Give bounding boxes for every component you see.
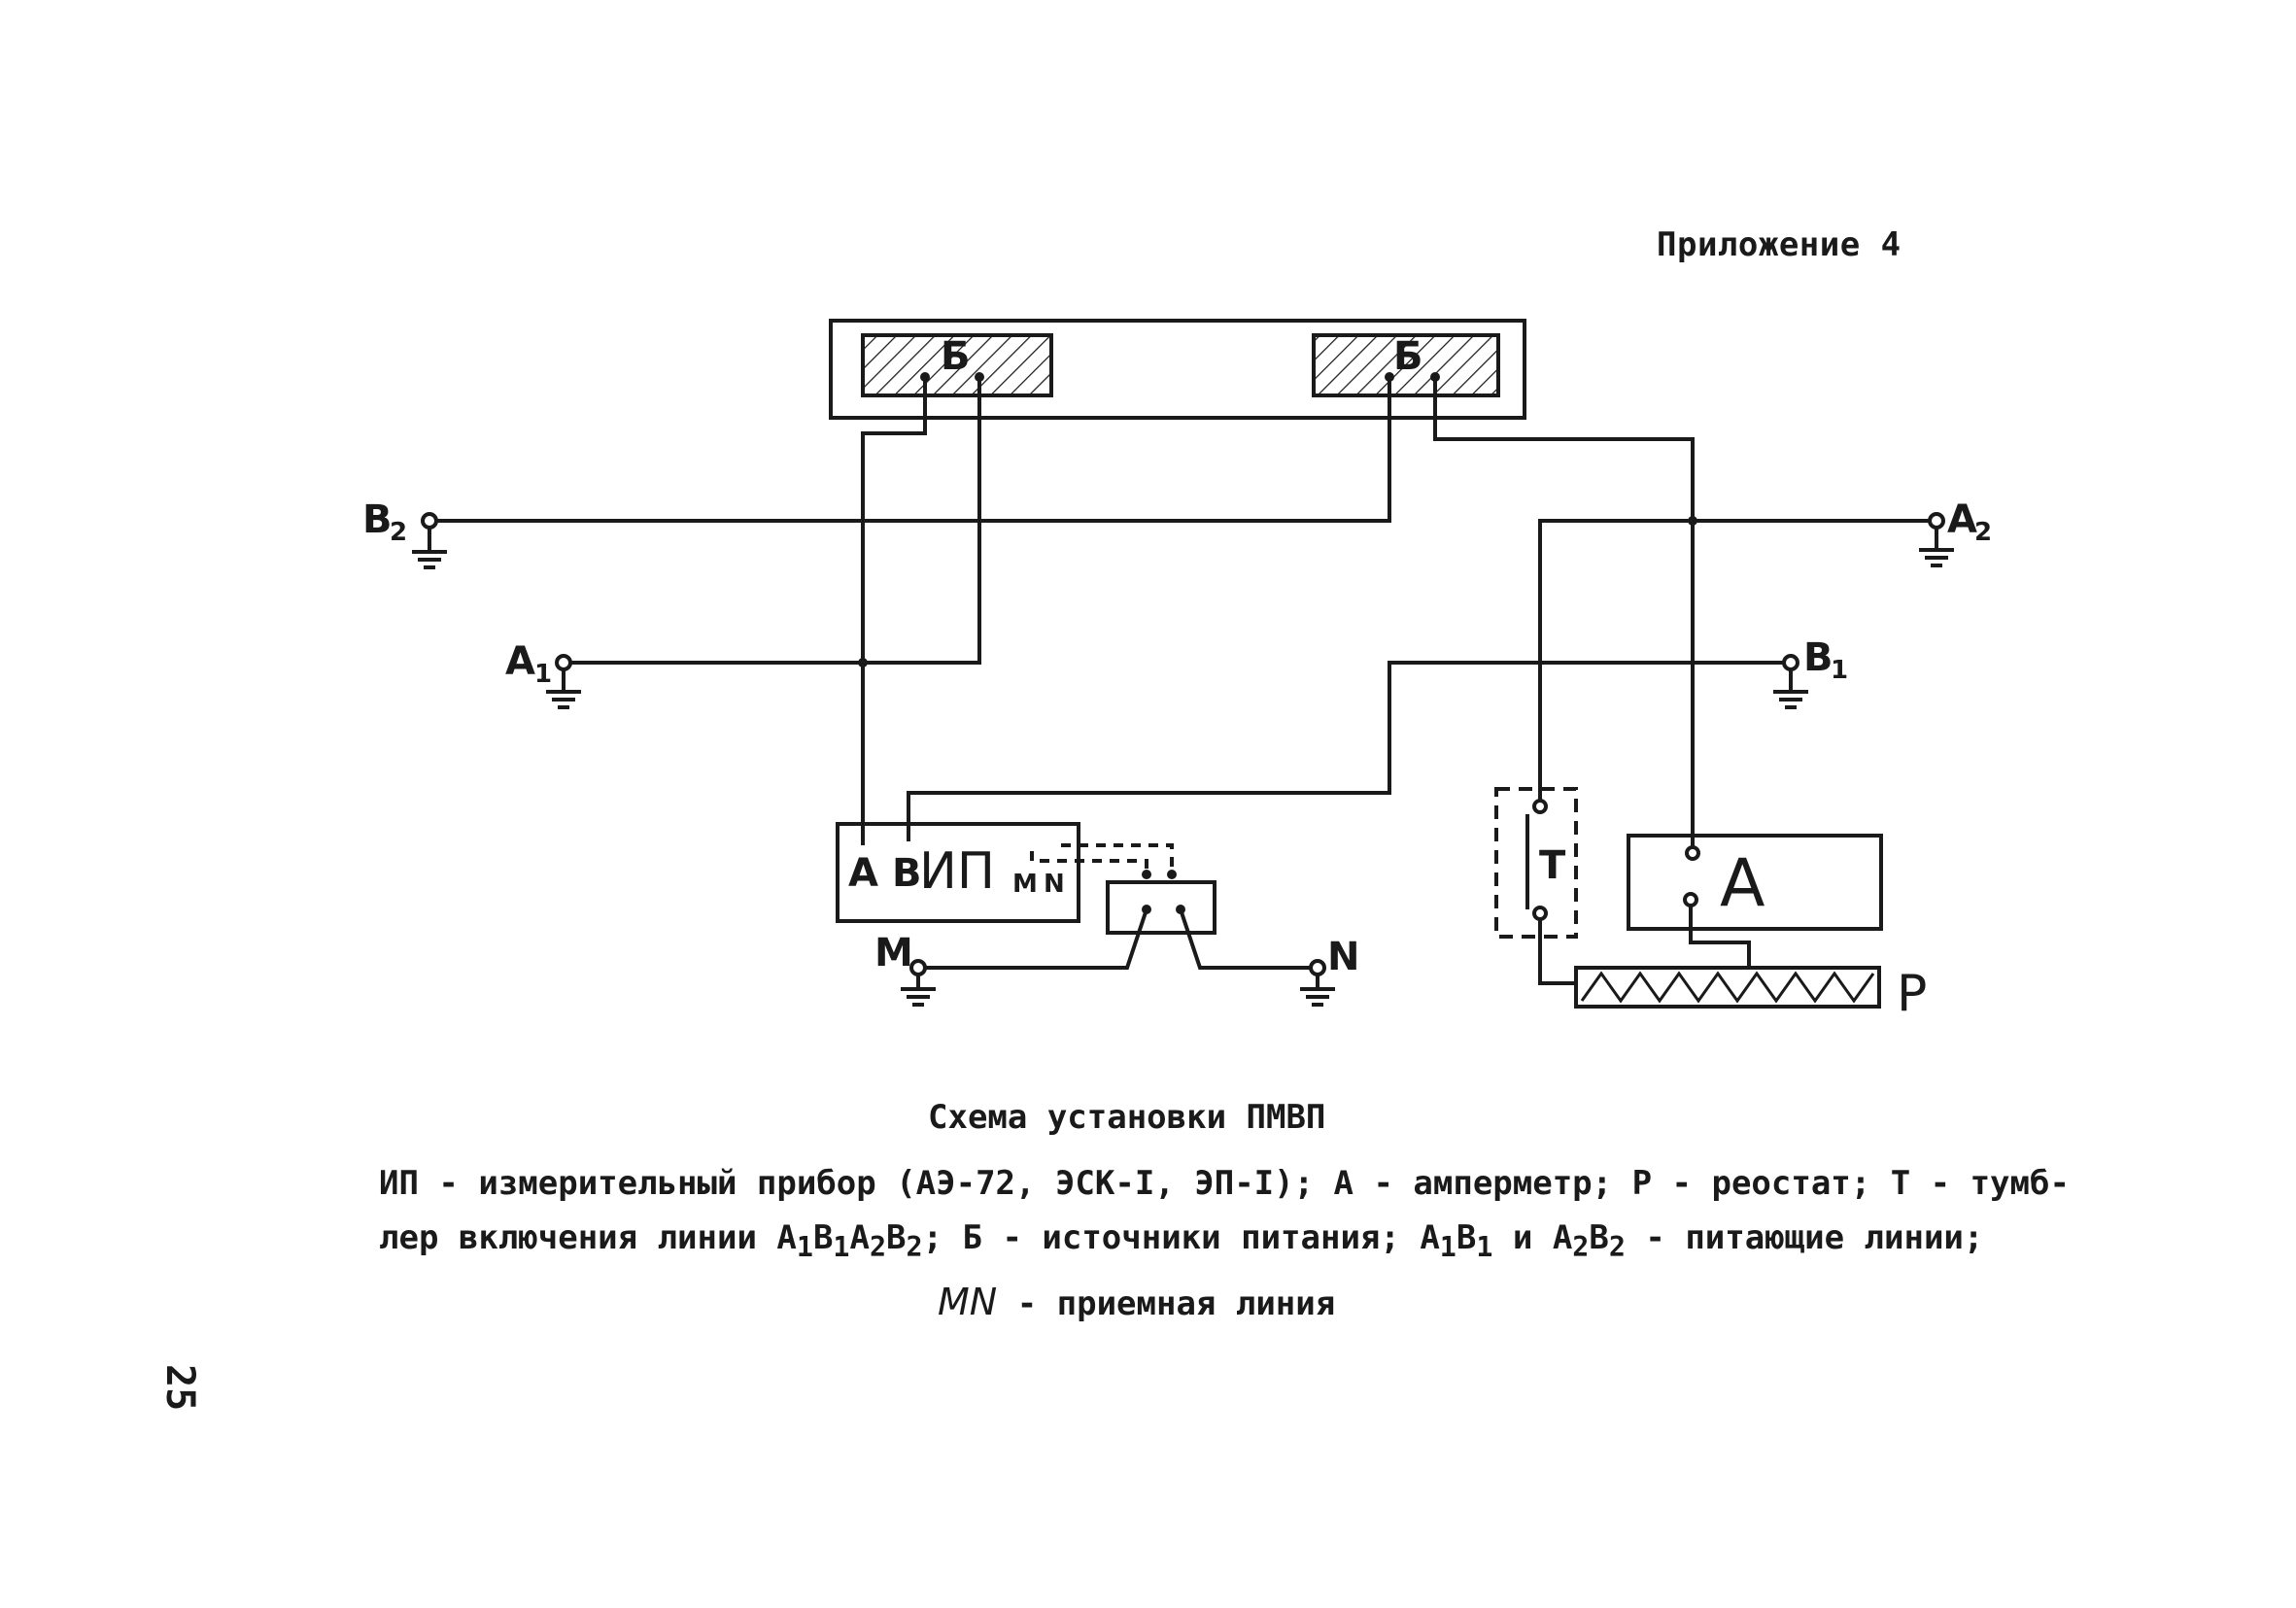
- wire-b1-instrument: [907, 661, 1791, 841]
- legend-line-2-start: лер включения линии А: [379, 1218, 797, 1257]
- junction-b2: [1688, 516, 1697, 526]
- power-source-left: [861, 333, 1053, 397]
- left-source-pin-b: [975, 372, 984, 382]
- wire-m-electrode: [918, 908, 1148, 970]
- wire-n-electrode: [1179, 908, 1318, 970]
- legend-sub-b1: 1: [833, 1230, 850, 1263]
- right-source-pin-b: [1430, 372, 1440, 382]
- ground-a2: [1919, 528, 1954, 567]
- appendix-label: Приложение 4: [1657, 225, 1902, 264]
- terminal-b1-node: [1782, 654, 1799, 671]
- legend-sub-b2: 2: [906, 1230, 923, 1263]
- legend-sub-s4: 2: [1608, 1230, 1626, 1263]
- legend-and: и А: [1492, 1218, 1573, 1257]
- ammeter-top-node: [1685, 845, 1700, 861]
- wire-ammeter-rheostat: [1689, 906, 1751, 964]
- legend-sub-s3: 2: [1572, 1230, 1590, 1263]
- toggle-box: [1494, 787, 1578, 939]
- instrument-pin-a: A: [848, 851, 878, 896]
- legend-a2-letter: А: [849, 1218, 870, 1257]
- legend-line-3-text: - приемная линия: [997, 1283, 1336, 1323]
- legend-line-2-tail: - питающие линии;: [1625, 1218, 1984, 1257]
- terminal-b2-sub: 2: [390, 518, 407, 547]
- toggle-label: T: [1539, 843, 1566, 888]
- ammeter-box: [1627, 834, 1883, 931]
- junction-a1: [858, 658, 868, 667]
- rheostat-zigzag: [1580, 971, 1875, 1004]
- electrode-n-node: [1309, 959, 1326, 976]
- legend-b-letter-2: В: [1589, 1218, 1609, 1257]
- caption-title: Схема установки ПМВП: [928, 1098, 1326, 1137]
- legend-sub-s2: 1: [1476, 1230, 1493, 1263]
- legend-b1-letter: В: [812, 1218, 834, 1257]
- ground-a1: [546, 669, 581, 709]
- ammeter-bottom-node: [1683, 892, 1698, 907]
- wire-right-source-b2: [429, 379, 1391, 523]
- power-sources-housing: [829, 319, 1526, 420]
- ground-b1: [1773, 669, 1808, 709]
- page-number: 25: [157, 1364, 202, 1412]
- ground-b2: [412, 528, 447, 569]
- terminal-a1-node: [555, 654, 572, 671]
- switch-pin-1: [1142, 870, 1151, 879]
- right-source-pin-a: [1385, 372, 1394, 382]
- switch-pin-3: [1142, 905, 1151, 914]
- wire-left-source-a: [861, 379, 927, 845]
- wire-toggle-rheostat: [1538, 913, 1576, 985]
- toggle-bottom-node: [1532, 906, 1548, 921]
- legend-line-1: ИП - измерительный прибор (АЭ-72, ЭСК-I,…: [379, 1164, 2070, 1203]
- mn-switch-box: [1106, 880, 1217, 935]
- terminal-a1-sub: 1: [534, 660, 552, 689]
- instrument-pin-m: M: [1012, 870, 1038, 899]
- legend-b2-letter: В: [886, 1218, 907, 1257]
- wire-right-source-ammeter: [1433, 379, 1695, 847]
- left-source-label: Б: [941, 334, 971, 379]
- instrument-pin-b: B: [892, 851, 922, 896]
- instrument-pin-n: N: [1044, 870, 1065, 899]
- terminal-b2-node: [421, 512, 438, 530]
- electrode-m-node: [909, 959, 927, 976]
- terminal-a2-sub: 2: [1974, 518, 1992, 547]
- power-source-right: [1312, 333, 1500, 397]
- terminal-b2-label: B: [362, 497, 393, 542]
- wire-mn-dashed-2: [1030, 851, 1148, 872]
- instrument-box: [836, 822, 1080, 923]
- wire-a2-toggle: [1538, 519, 1936, 802]
- electrode-m-label: M: [874, 931, 913, 975]
- right-source-label: Б: [1393, 334, 1423, 379]
- legend-sub-s1: 1: [1439, 1230, 1456, 1263]
- ground-m: [901, 975, 936, 1007]
- wire-mn-dashed: [1061, 843, 1174, 872]
- legend-b-letter: В: [1456, 1218, 1477, 1257]
- ground-n: [1300, 975, 1335, 1007]
- terminal-a2-label: A: [1947, 497, 1977, 542]
- terminal-b1-label: B: [1803, 635, 1833, 680]
- electrode-n-label: N: [1327, 935, 1359, 979]
- instrument-name: ИП: [919, 842, 995, 901]
- legend-sub-a1: 1: [796, 1230, 813, 1263]
- terminal-b1-sub: 1: [1831, 656, 1848, 685]
- rheostat-box: [1574, 966, 1881, 1009]
- caption-legend: ИП - измерительный прибор (АЭ-72, ЭСК-I,…: [379, 1156, 2108, 1331]
- left-source-pin-a: [920, 372, 930, 382]
- terminal-a2-node: [1928, 512, 1945, 530]
- switch-pin-2: [1167, 870, 1177, 879]
- legend-line-2: лер включения линии А1В1А2В2; Б - источн…: [379, 1211, 2108, 1275]
- wire-left-source-b: [564, 379, 981, 665]
- legend-line-3: MN - приемная линия: [379, 1275, 2108, 1331]
- toggle-top-node: [1532, 799, 1548, 814]
- legend-sub-a2: 2: [869, 1230, 887, 1263]
- rheostat-label: P: [1897, 965, 1927, 1023]
- ammeter-label: A: [1720, 845, 1765, 922]
- legend-mn: MN: [938, 1280, 998, 1323]
- legend-line-2-mid: ; Б - источники питания; А: [922, 1218, 1440, 1257]
- terminal-a1-label: A: [505, 639, 535, 684]
- switch-pin-4: [1176, 905, 1185, 914]
